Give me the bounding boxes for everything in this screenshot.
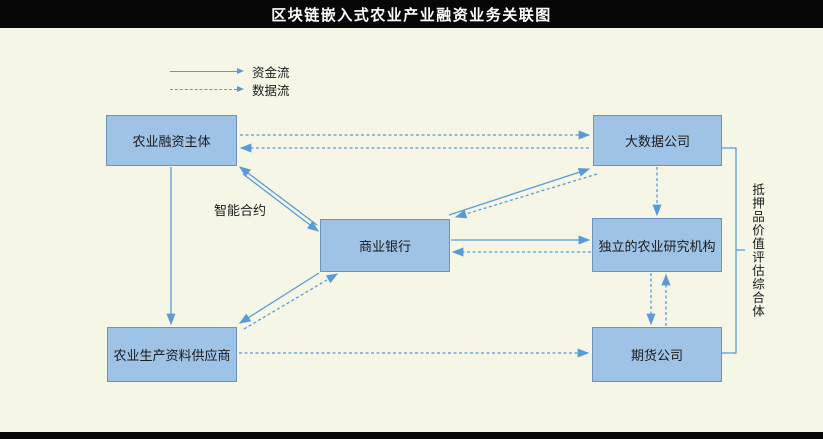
edge-big-data-company-to-commercial-bank-dashed (454, 173, 598, 219)
node-label-commercial-bank: 商业银行 (358, 239, 411, 254)
smart-contract-label: 智能合约 (214, 203, 267, 218)
bottom-bar (0, 432, 823, 439)
node-label-supplier: 农业生产资料供应商 (113, 348, 231, 363)
arrowhead-icon (237, 68, 244, 74)
legend-label-capital-flow: 资金流 (252, 65, 290, 80)
edge-commercial-bank-to-financing-entity-solid (238, 166, 318, 226)
arrowhead-icon (237, 86, 244, 92)
node-financing-entity: 农业融资主体 (106, 115, 237, 166)
node-commercial-bank: 商业银行 (320, 219, 450, 272)
node-label-financing-entity: 农业融资主体 (132, 134, 211, 149)
collateral-assessment-label: 抵押品价值评估综合体 (750, 183, 764, 318)
edge-commercial-bank-to-supplier-solid (238, 272, 320, 324)
solid-arrow-icon (170, 68, 244, 74)
edge-supplier-to-commercial-bank-dashed (243, 273, 339, 330)
node-research-institution: 独立的农业研究机构 (592, 218, 722, 272)
node-futures-company: 期货公司 (592, 327, 722, 382)
edge-commercial-bank-to-big-data-company-solid (448, 167, 591, 216)
edge-financing-entity-to-commercial-bank-solid (242, 173, 320, 232)
bracket-outline (722, 147, 737, 354)
node-big-data-company: 大数据公司 (593, 115, 722, 166)
node-supplier: 农业生产资料供应商 (107, 327, 237, 382)
dashed-line (170, 88, 237, 90)
dashed-arrow-icon (170, 86, 244, 92)
legend-row-data-flow: 数据流 (170, 80, 290, 98)
solid-line (170, 70, 237, 72)
node-label-futures-company: 期货公司 (630, 348, 683, 363)
flow-legend: 资金流 数据流 (170, 62, 290, 98)
legend-label-data-flow: 数据流 (252, 83, 290, 98)
legend-row-capital-flow: 资金流 (170, 62, 290, 80)
page-title: 区块链嵌入式农业产业融资业务关联图 (271, 6, 552, 24)
node-label-research-institution: 独立的农业研究机构 (598, 238, 716, 254)
title-bar: 区块链嵌入式农业产业融资业务关联图 (0, 0, 823, 28)
node-label-big-data-company: 大数据公司 (624, 134, 690, 149)
